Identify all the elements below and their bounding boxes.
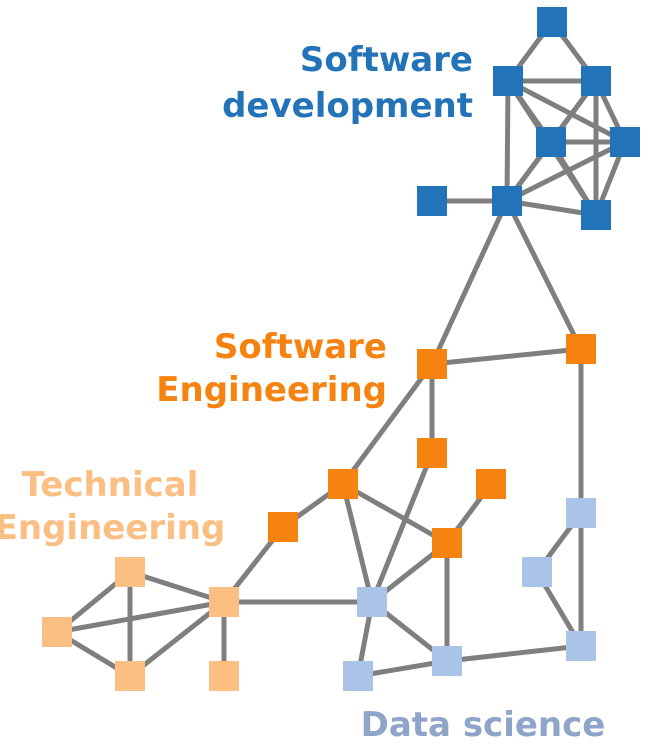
- label-software-development-line1: Software: [300, 40, 473, 80]
- node-data-science-ds4: [432, 646, 462, 676]
- node-software-engineering-se4: [328, 469, 358, 499]
- node-data-science-ds6: [566, 631, 596, 661]
- edge-sd7-se1: [429, 198, 510, 367]
- node-software-development-sd8: [581, 200, 611, 230]
- node-software-development-sd3: [581, 66, 611, 96]
- cluster-labels: Software development Software Engineerin…: [0, 40, 605, 745]
- node-software-development-sd6: [417, 186, 447, 216]
- node-software-engineering-se3: [417, 438, 447, 468]
- label-software-development-line2: development: [222, 86, 473, 126]
- edge-se4-se6: [340, 481, 450, 546]
- node-software-engineering-se1: [417, 349, 447, 379]
- node-software-development-sd2: [493, 66, 523, 96]
- edge-se3-ds1: [369, 450, 435, 605]
- label-technical-engineering-line2: Engineering: [0, 508, 225, 548]
- edge-te1-te4: [127, 569, 227, 605]
- node-data-science-ds1: [357, 587, 387, 617]
- node-technical-engineering-te3: [115, 661, 145, 691]
- node-software-engineering-se7: [476, 469, 506, 499]
- edge-sd2-sd7: [504, 78, 511, 204]
- label-data-science: Data science: [361, 705, 606, 745]
- edge-se1-se4: [340, 361, 435, 487]
- node-technical-engineering-te2: [42, 617, 72, 647]
- node-software-development-sd7: [492, 186, 522, 216]
- node-technical-engineering-te5: [209, 661, 239, 691]
- node-technical-engineering-te4: [209, 587, 239, 617]
- node-software-engineering-se2: [566, 334, 596, 364]
- node-technical-engineering-te1: [115, 557, 145, 587]
- node-data-science-ds2: [566, 498, 596, 528]
- edge-sd5-sd7: [504, 139, 628, 204]
- edge-te2-te4: [54, 599, 227, 635]
- node-software-engineering-se5: [268, 512, 298, 542]
- node-software-development-sd1: [537, 7, 567, 37]
- node-software-development-sd5: [610, 127, 640, 157]
- label-software-engineering-line2: Engineering: [156, 370, 387, 410]
- edge-sd7-se2: [504, 198, 584, 352]
- edge-se1-se2: [429, 346, 584, 367]
- edge-ds4-ds6: [444, 643, 584, 664]
- node-software-development-sd4: [536, 127, 566, 157]
- node-data-science-ds3: [343, 661, 373, 691]
- edge-sd2-sd5: [505, 78, 628, 145]
- label-software-engineering-line1: Software: [214, 327, 387, 367]
- edge-se4-ds1: [340, 481, 375, 605]
- edge-te3-te4: [127, 599, 227, 679]
- label-technical-engineering-line1: Technical: [22, 465, 199, 505]
- node-software-engineering-se6: [432, 528, 462, 558]
- node-layer: [42, 7, 640, 691]
- node-data-science-ds5: [522, 557, 552, 587]
